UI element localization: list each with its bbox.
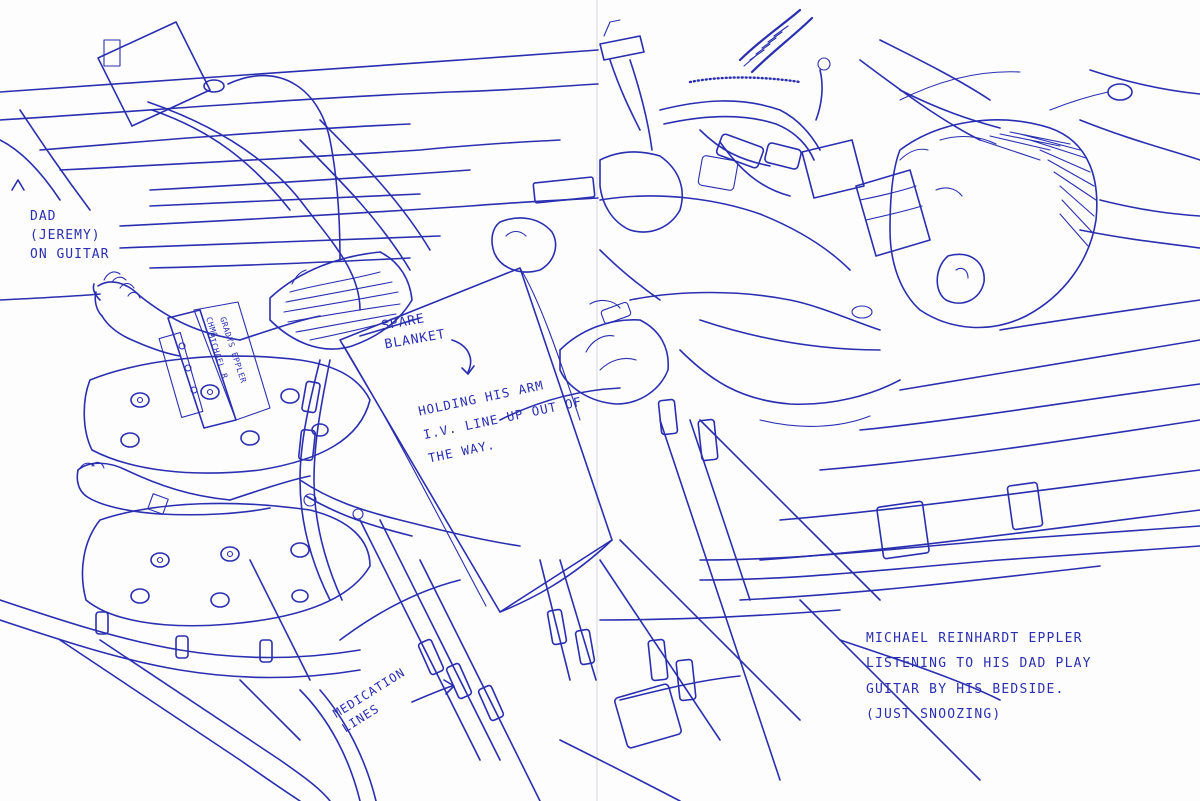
- caption-line-2: LISTENING TO HIS DAD PLAY: [866, 656, 1092, 672]
- spare-blanket: [339, 267, 613, 613]
- caret-up-icon: [11, 179, 25, 191]
- caption-line-3: GUITAR BY HIS BEDSIDE.: [866, 681, 1065, 697]
- bed-sheet-folds-right: [599, 39, 1200, 621]
- bed-rail-bottom: [299, 639, 1001, 801]
- caption-line-1: MICHAEL REINHARDT EPPLER: [866, 631, 1083, 646]
- baby-body: [491, 195, 901, 427]
- bed-sheet-folds-left: [0, 49, 599, 301]
- face-tape: [801, 139, 931, 257]
- dad-on-guitar-note: DAD (JEREMY) ON GUITAR: [30, 209, 110, 262]
- arrow-right-icon: [411, 679, 455, 703]
- iv-bag: [97, 21, 361, 311]
- tape-pads: [699, 481, 1200, 581]
- polka-dot-blanket: [81, 355, 371, 627]
- line-connectors: [95, 380, 719, 749]
- wristband: CHMC GRADYS EPPLER MICHAEL R: [158, 301, 271, 429]
- caption-line-4: (JUST SNOOZING): [866, 707, 1002, 723]
- curved-arrow-icon: [451, 339, 475, 375]
- breathing-tube: [532, 8, 831, 233]
- knitted-sock: [269, 251, 413, 350]
- baby-legs: [76, 271, 321, 516]
- baby-head: [889, 119, 1098, 329]
- sketch-caption: MICHAEL REINHARDT EPPLER LISTENING TO HI…: [866, 626, 1186, 727]
- iv-lines: [0, 359, 981, 801]
